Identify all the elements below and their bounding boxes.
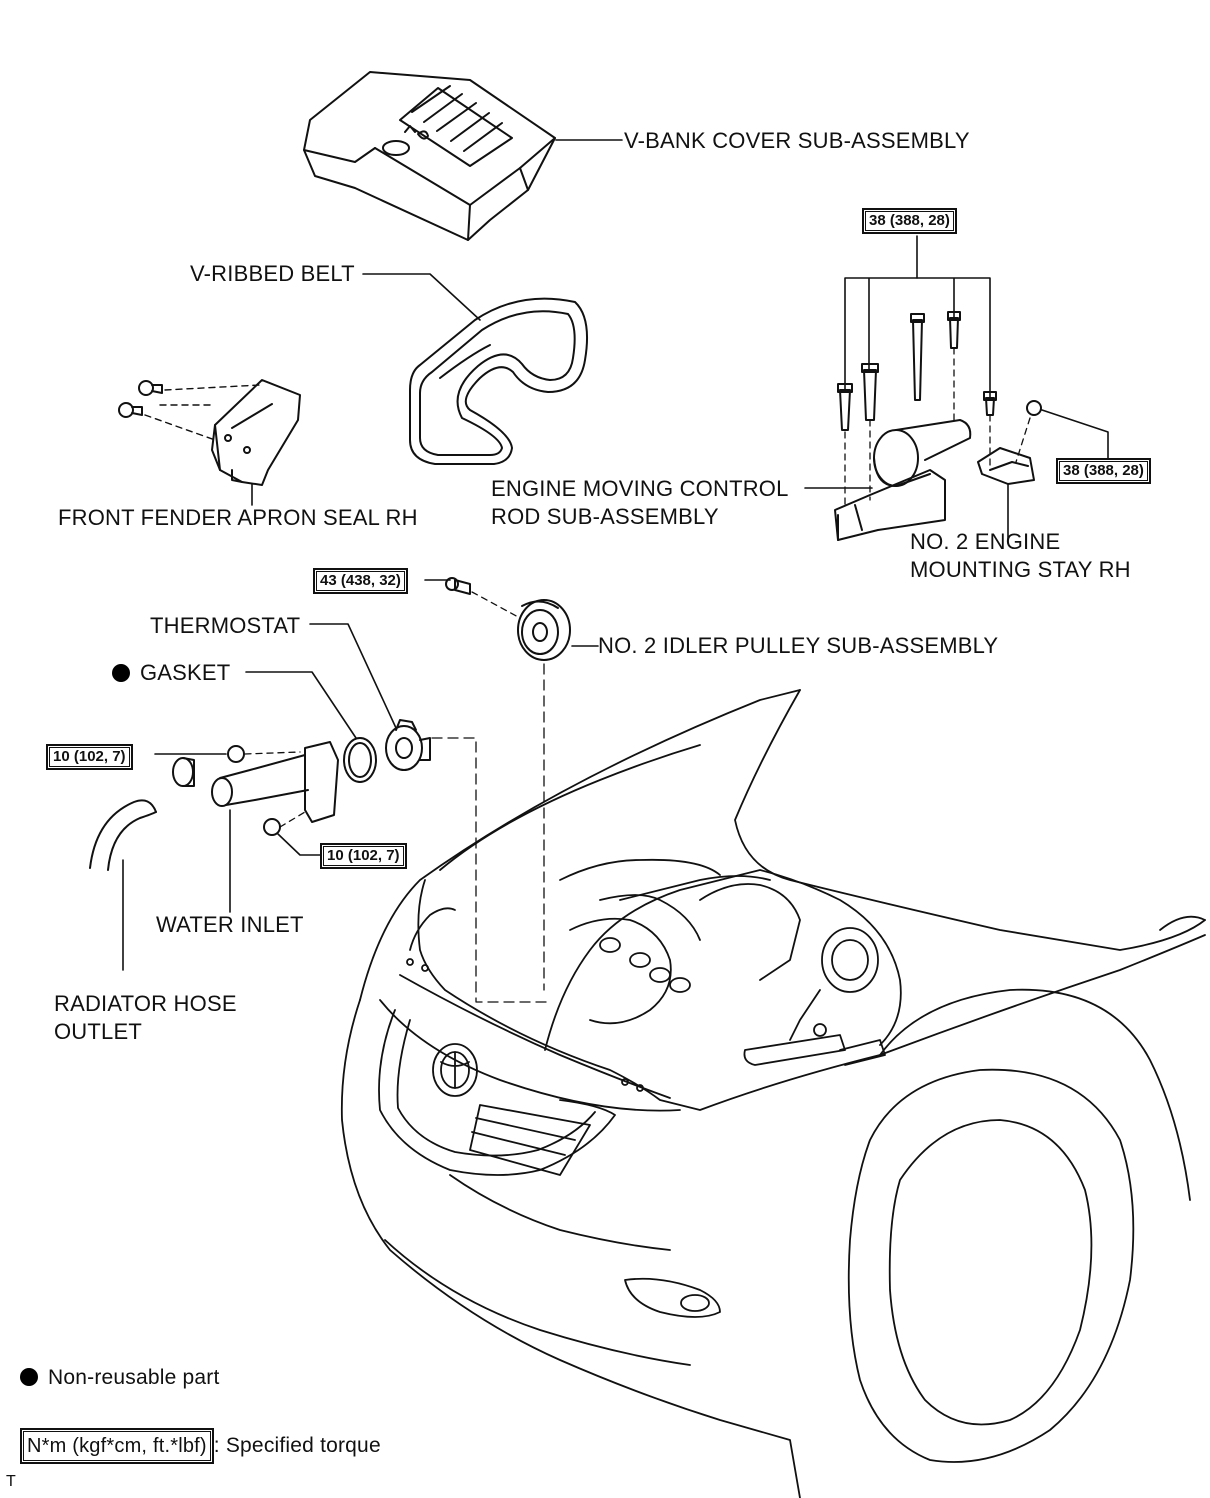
vehicle-front [340,689,1206,1498]
torque-water-inlet-upper: 10 (102, 7) [46,744,133,770]
label-engine-moving-control-rod-line2: ROD SUB-ASSEMBLY [491,504,719,529]
label-no2-engine-mounting-stay-line1: NO. 2 ENGINE [910,529,1061,554]
front-fender-apron-seal [118,379,301,506]
torque-rod-bolts: 38 (388, 28) [862,208,957,234]
legend-torque: N*m (kgf*cm, ft.*lbf): Specified torque [20,1428,381,1464]
legend-torque-desc: : Specified torque [213,1434,381,1457]
label-front-fender-apron-seal: FRONT FENDER APRON SEAL RH [58,505,418,530]
torque-stay-nut: 38 (388, 28) [1056,458,1151,484]
no2-idler-pulley [424,577,599,991]
label-gasket-text: GASKET [140,660,231,685]
engine-moving-control-rod [804,235,997,541]
corner-mark: T [6,1473,16,1490]
label-no2-idler-pulley: NO. 2 IDLER PULLEY SUB-ASSEMBLY [598,633,999,658]
legend-torque-unit-box: N*m (kgf*cm, ft.*lbf) [20,1428,214,1464]
legend-non-reusable: Non-reusable part [20,1364,220,1392]
label-v-ribbed-belt: V-RIBBED BELT [190,261,355,286]
label-no2-engine-mounting-stay-line2: MOUNTING STAY RH [910,557,1131,582]
v-bank-cover [303,71,623,241]
legend-non-reusable-text: Non-reusable part [48,1366,220,1389]
label-v-bank-cover: V-BANK COVER SUB-ASSEMBLY [624,128,970,153]
label-radiator-hose-outlet-line1: RADIATOR HOSE [54,991,237,1016]
label-gasket: GASKET [112,659,230,687]
non-reusable-legend-dot-icon [20,1368,38,1386]
label-radiator-hose-outlet-line2: OUTLET [54,1019,142,1044]
label-water-inlet: WATER INLET [156,912,304,937]
v-ribbed-belt [362,273,588,465]
label-engine-moving-control-rod-line1: ENGINE MOVING CONTROL [491,476,789,501]
torque-idler-pulley-bolt: 43 (438, 32) [313,568,408,594]
torque-water-inlet-lower: 10 (102, 7) [320,843,407,869]
no2-engine-mounting-stay [977,400,1109,541]
cooling-parts [89,623,549,1003]
non-reusable-dot-icon [112,664,130,682]
label-thermostat: THERMOSTAT [150,613,301,638]
